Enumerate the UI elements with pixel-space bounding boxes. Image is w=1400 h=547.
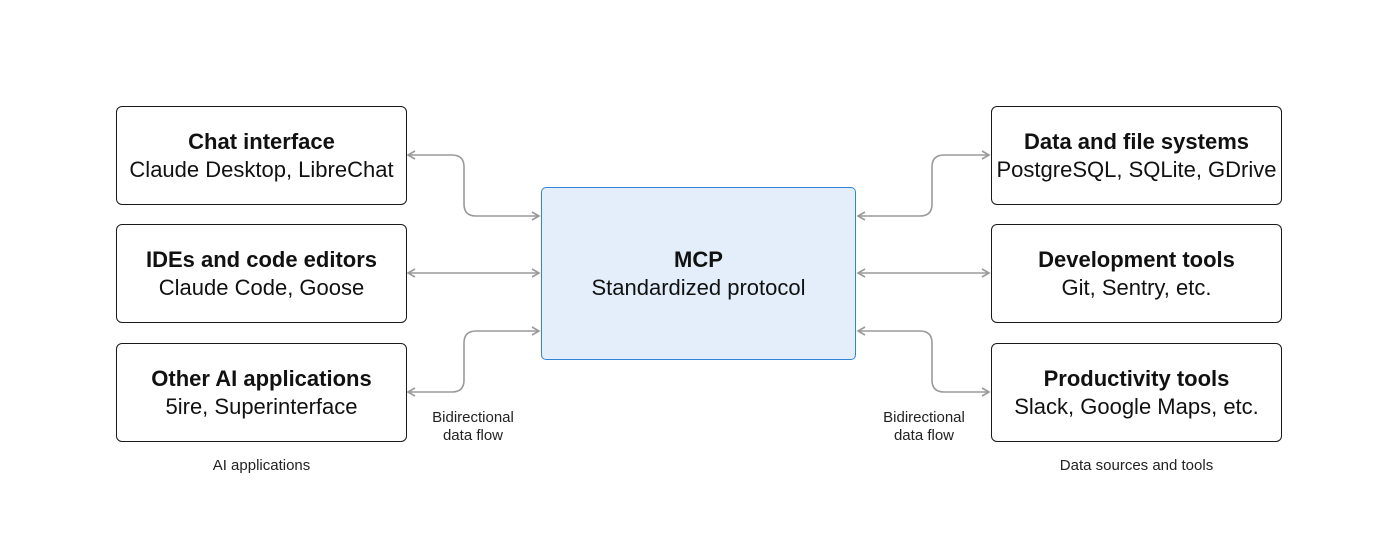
- node-ides-code-editors: IDEs and code editors Claude Code, Goose: [116, 224, 407, 323]
- node-subtitle: 5ire, Superinterface: [165, 393, 358, 419]
- node-data-file-systems: Data and file systems PostgreSQL, SQLite…: [991, 106, 1282, 205]
- flow-label-line: data flow: [442, 427, 504, 444]
- node-title: Other AI applications: [151, 365, 372, 391]
- node-chat-interface: Chat interface Claude Desktop, LibreChat: [116, 106, 407, 205]
- connector-chat-interface: [406, 150, 541, 221]
- node-productivity-tools: Productivity tools Slack, Google Maps, e…: [991, 343, 1282, 442]
- flow-label-line: Bidirectional: [432, 409, 514, 426]
- connector-data-file-systems: [856, 150, 991, 221]
- node-title: Productivity tools: [1043, 365, 1230, 391]
- flow-label-line: Bidirectional: [883, 409, 965, 426]
- flow-label-right: Bidirectional data flow: [864, 409, 984, 445]
- node-other-ai-applications: Other AI applications 5ire, Superinterfa…: [116, 343, 407, 442]
- mcp-title: MCP: [674, 246, 723, 272]
- node-title: Chat interface: [188, 128, 335, 154]
- node-subtitle: Git, Sentry, etc.: [1061, 274, 1212, 300]
- connector-other-ai: [406, 326, 541, 397]
- node-title: Data and file systems: [1024, 128, 1249, 154]
- flow-label-left: Bidirectional data flow: [413, 409, 533, 445]
- node-subtitle: Claude Desktop, LibreChat: [129, 156, 394, 182]
- node-title: Development tools: [1038, 246, 1235, 272]
- group-caption-ai-applications: AI applications: [212, 457, 311, 474]
- connector-productivity-tools: [856, 326, 991, 397]
- mcp-subtitle: Standardized protocol: [591, 274, 806, 300]
- node-title: IDEs and code editors: [145, 246, 378, 272]
- flow-label-line: data flow: [893, 427, 955, 444]
- node-development-tools: Development tools Git, Sentry, etc.: [991, 224, 1282, 323]
- node-subtitle: Slack, Google Maps, etc.: [1014, 393, 1259, 419]
- group-caption-data-sources-tools: Data sources and tools: [1059, 457, 1214, 474]
- node-subtitle: PostgreSQL, SQLite, GDrive: [996, 156, 1277, 182]
- node-mcp: MCP Standardized protocol: [541, 187, 856, 360]
- node-subtitle: Claude Code, Goose: [158, 274, 365, 300]
